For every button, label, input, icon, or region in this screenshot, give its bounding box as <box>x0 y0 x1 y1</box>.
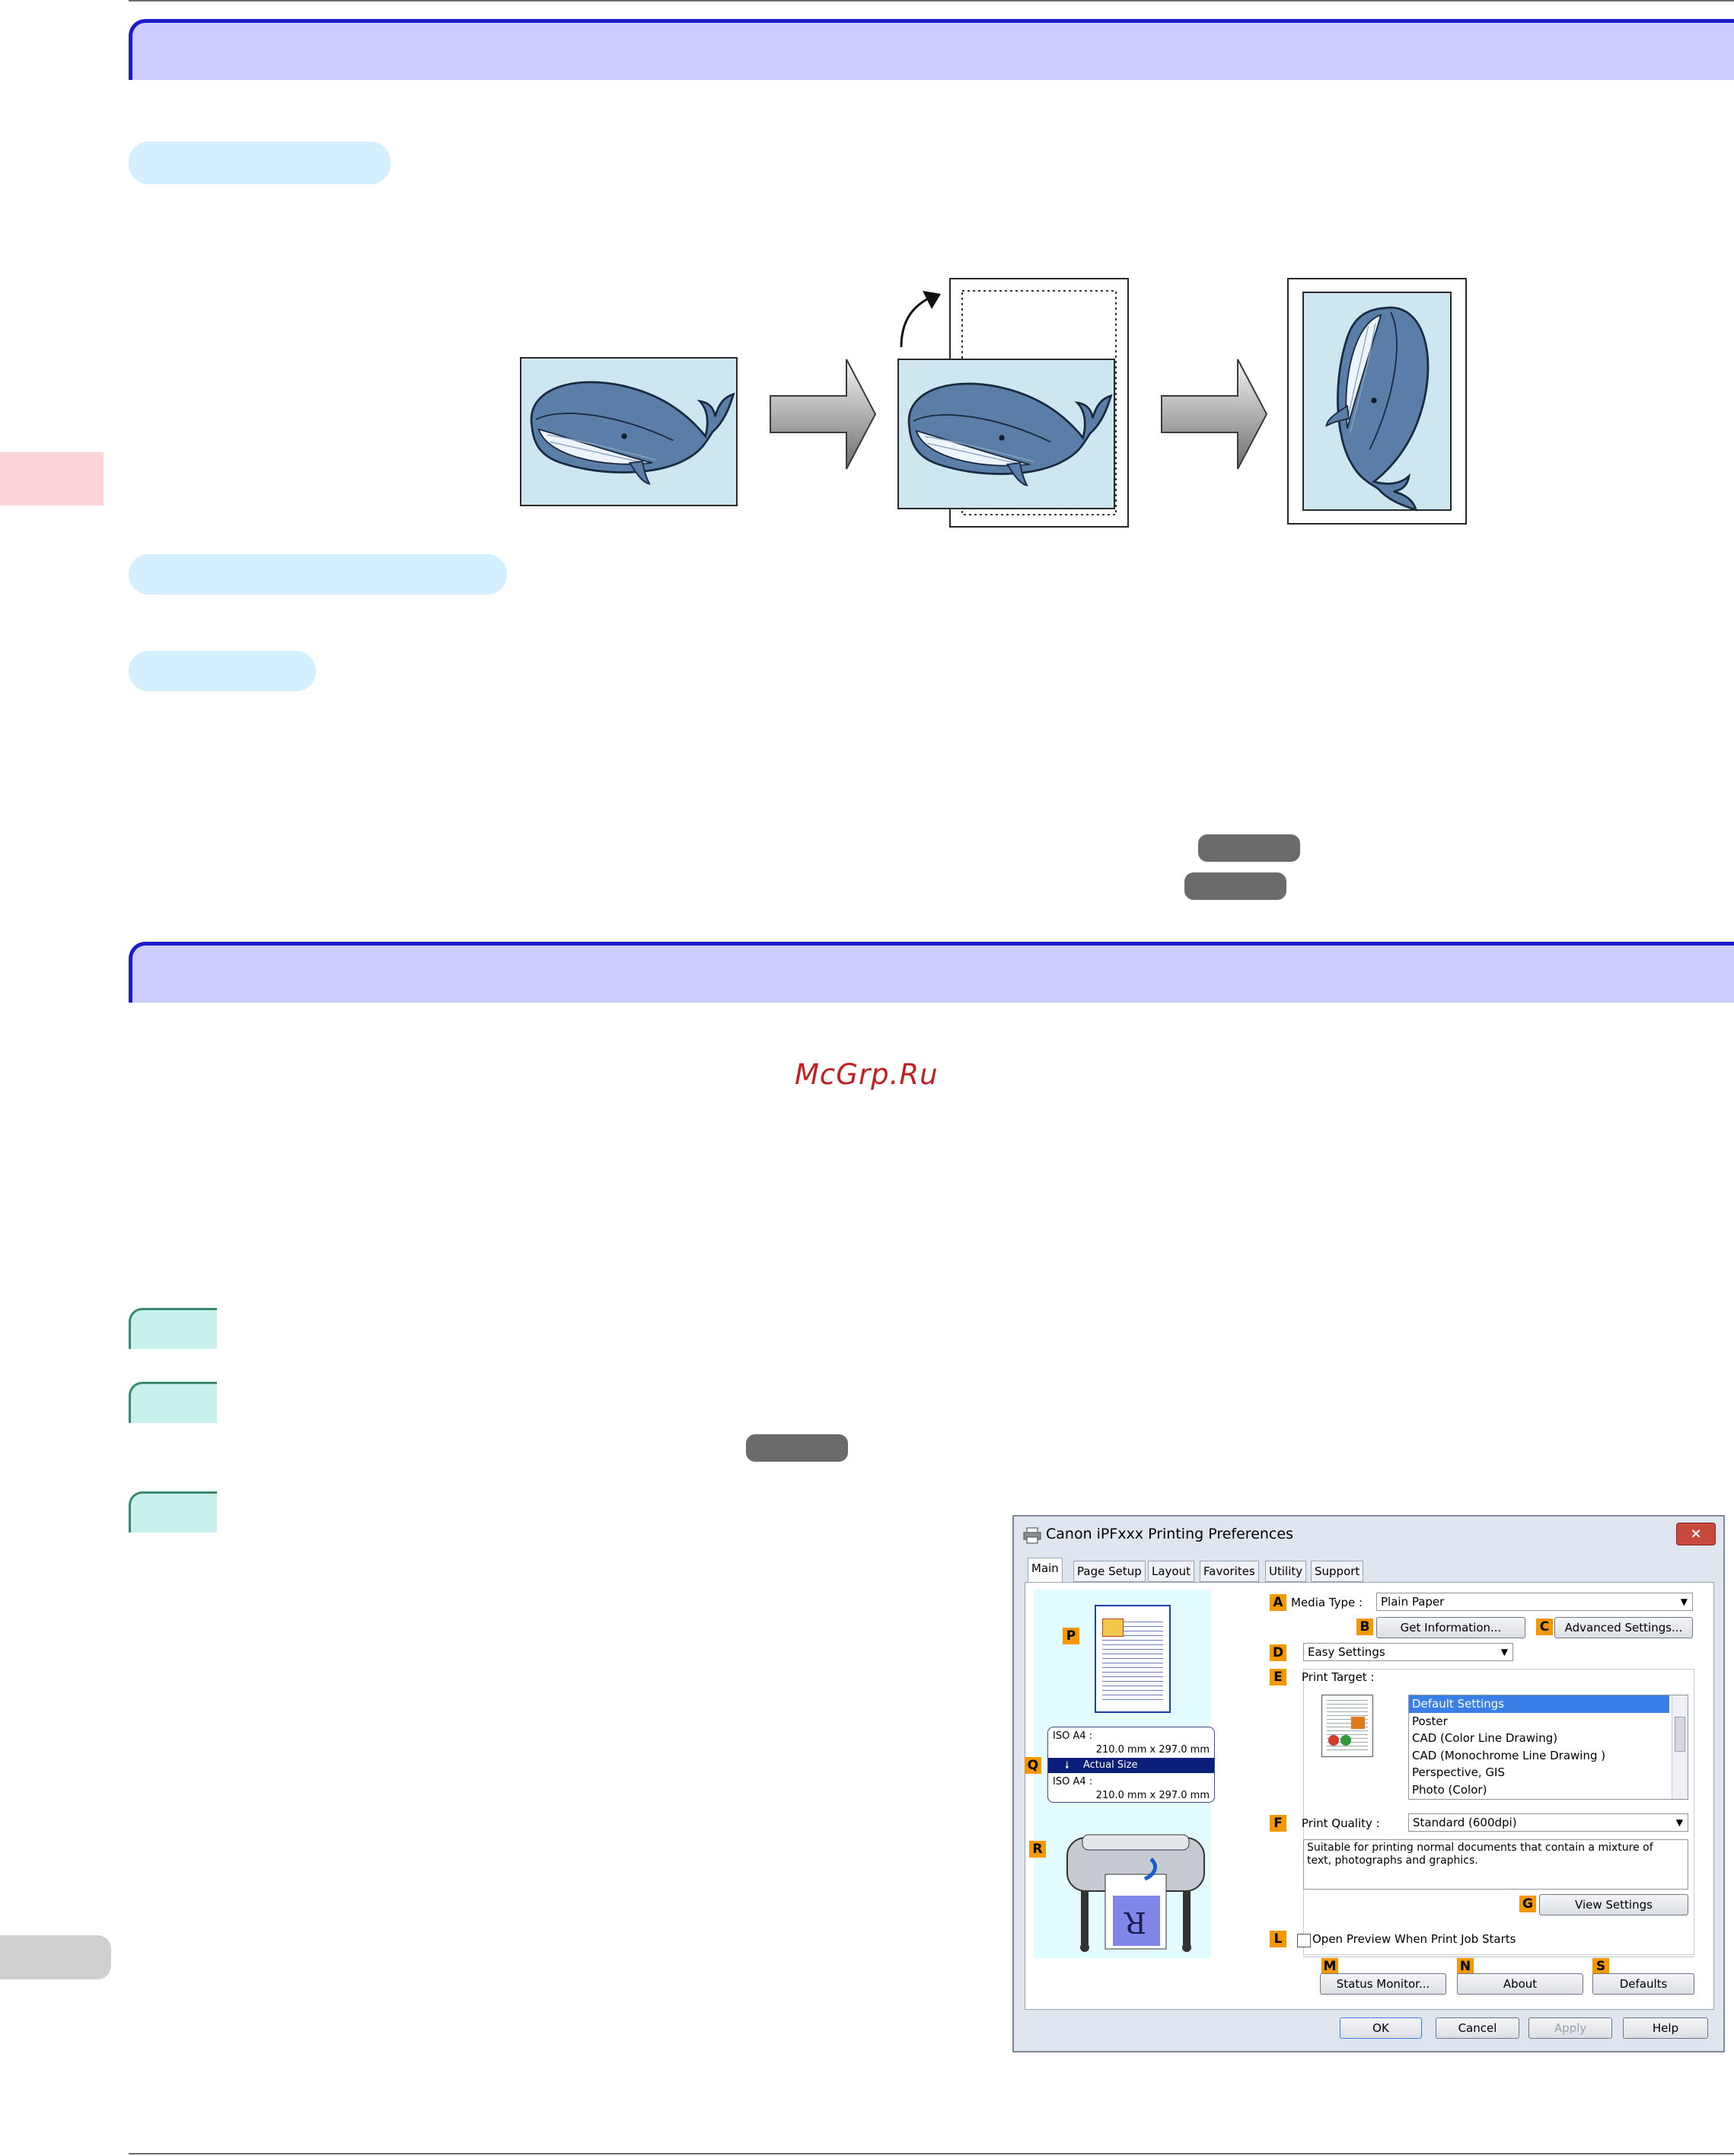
section-header-bar <box>129 942 1734 1003</box>
view-settings-button[interactable]: View Settings <box>1539 1894 1688 1915</box>
callout-f: F <box>1270 1815 1286 1832</box>
top-rule <box>129 0 1734 2</box>
tab-main[interactable]: Main <box>1028 1558 1063 1583</box>
callout-a: A <box>1270 1594 1286 1611</box>
print-target-thumbnail <box>1321 1695 1373 1757</box>
subsection-heading-pill <box>129 651 316 691</box>
chevron-down-icon: ▼ <box>1500 1647 1508 1657</box>
print-quality-dropdown[interactable]: Standard (600dpi) ▼ <box>1408 1813 1688 1832</box>
dialog-title: Canon iPFxxx Printing Preferences <box>1046 1526 1293 1542</box>
get-information-button[interactable]: Get Information... <box>1376 1617 1525 1638</box>
page-reference-link[interactable] <box>1184 872 1286 900</box>
callout-p: P <box>1063 1628 1079 1644</box>
open-preview-label: Open Preview When Print Job Starts <box>1312 1932 1516 1946</box>
step-number-tab <box>129 1491 217 1532</box>
tab-utility[interactable]: Utility <box>1265 1561 1307 1582</box>
list-item[interactable]: CAD (Monochrome Line Drawing ) <box>1412 1748 1606 1762</box>
tab-favorites[interactable]: Favorites <box>1200 1561 1259 1582</box>
media-type-label: Media Type : <box>1291 1596 1363 1609</box>
media-type-value: Plain Paper <box>1381 1595 1445 1609</box>
advanced-settings-button[interactable]: Advanced Settings... <box>1554 1617 1693 1638</box>
page-reference-link[interactable] <box>1198 834 1300 862</box>
section-header-bar <box>129 19 1734 80</box>
actual-size-bar: 🠗 Actual Size <box>1048 1758 1214 1773</box>
step-number-tab <box>129 1308 217 1349</box>
callout-g: G <box>1519 1896 1536 1912</box>
settings-mode-dropdown[interactable]: Easy Settings ▼ <box>1303 1643 1513 1661</box>
subsection-heading-pill <box>129 142 390 184</box>
paper-size-box: ISO A4 : 210.0 mm x 297.0 mm 🠗 Actual Si… <box>1047 1727 1215 1803</box>
print-target-list[interactable]: Default Settings Poster CAD (Color Line … <box>1408 1695 1688 1800</box>
page-preview <box>1095 1605 1171 1713</box>
close-button[interactable]: × <box>1676 1523 1716 1545</box>
settings-mode-value: Easy Settings <box>1308 1645 1385 1659</box>
ok-button[interactable]: OK <box>1340 2017 1422 2039</box>
tab-support[interactable]: Support <box>1311 1561 1364 1582</box>
callout-r: R <box>1029 1841 1046 1858</box>
step-number-tab <box>129 1382 217 1423</box>
open-preview-checkbox[interactable] <box>1297 1934 1311 1947</box>
chevron-down-icon: ▼ <box>1675 1817 1683 1828</box>
subsection-heading-pill <box>129 554 507 595</box>
callout-d: D <box>1270 1644 1286 1661</box>
tab-layout[interactable]: Layout <box>1148 1561 1194 1582</box>
printer-illustration: R <box>1066 1834 1205 1952</box>
print-quality-value: Standard (600dpi) <box>1413 1816 1517 1829</box>
callout-q: Q <box>1025 1757 1041 1774</box>
callout-b: B <box>1356 1619 1373 1635</box>
callout-e: E <box>1270 1669 1286 1686</box>
output-paper-label: ISO A4 : <box>1053 1776 1093 1788</box>
easy-settings-group <box>1303 1669 1694 1955</box>
svg-text:R: R <box>1124 1906 1146 1939</box>
list-item[interactable]: CAD (Color Line Drawing) <box>1412 1731 1558 1745</box>
callout-n: N <box>1457 1958 1474 1975</box>
cancel-button[interactable]: Cancel <box>1436 2017 1519 2039</box>
output-paper-size: 210.0 mm x 297.0 mm <box>1095 1790 1210 1801</box>
chapter-side-tab <box>0 452 104 506</box>
actual-size-label: Actual Size <box>1083 1759 1138 1771</box>
list-item[interactable]: Poster <box>1412 1714 1448 1728</box>
bottom-rule <box>129 2153 1734 2154</box>
list-item[interactable]: Default Settings <box>1409 1695 1669 1713</box>
defaults-button[interactable]: Defaults <box>1592 1973 1694 1995</box>
media-type-dropdown[interactable]: Plain Paper ▼ <box>1376 1593 1693 1611</box>
page-reference-link[interactable] <box>746 1434 848 1462</box>
print-target-label: Print Target : <box>1302 1670 1375 1684</box>
help-button[interactable]: Help <box>1623 2017 1708 2039</box>
callout-s: S <box>1592 1958 1609 1975</box>
rotation-illustration <box>520 278 1467 528</box>
chevron-down-icon: ▼ <box>1680 1596 1688 1607</box>
list-scrollbar[interactable] <box>1672 1695 1688 1799</box>
input-paper-size: 210.0 mm x 297.0 mm <box>1095 1744 1210 1756</box>
input-paper-label: ISO A4 : <box>1053 1730 1093 1742</box>
down-arrow-icon: 🠗 <box>1065 1760 1069 1772</box>
tab-page-setup[interactable]: Page Setup <box>1073 1561 1146 1582</box>
status-monitor-button[interactable]: Status Monitor... <box>1320 1973 1446 1995</box>
watermark: McGrp.Ru <box>795 1058 939 1091</box>
list-item[interactable]: Photo (Color) <box>1412 1782 1487 1797</box>
printer-icon <box>1023 1527 1041 1544</box>
description-box: Suitable for printing normal documents t… <box>1303 1839 1688 1890</box>
apply-button[interactable]: Apply <box>1528 2017 1612 2039</box>
callout-c: C <box>1536 1619 1553 1635</box>
about-button[interactable]: About <box>1457 1973 1583 1995</box>
print-quality-label: Print Quality : <box>1302 1816 1380 1830</box>
callout-l: L <box>1270 1931 1286 1947</box>
printing-preferences-dialog: Canon iPFxxx Printing Preferences × Main… <box>1012 1515 1725 2052</box>
description-text: Suitable for printing normal documents t… <box>1307 1842 1653 1867</box>
callout-m: M <box>1321 1958 1338 1975</box>
list-item[interactable]: Perspective, GIS <box>1412 1765 1505 1779</box>
side-index-tab <box>0 1935 111 1979</box>
